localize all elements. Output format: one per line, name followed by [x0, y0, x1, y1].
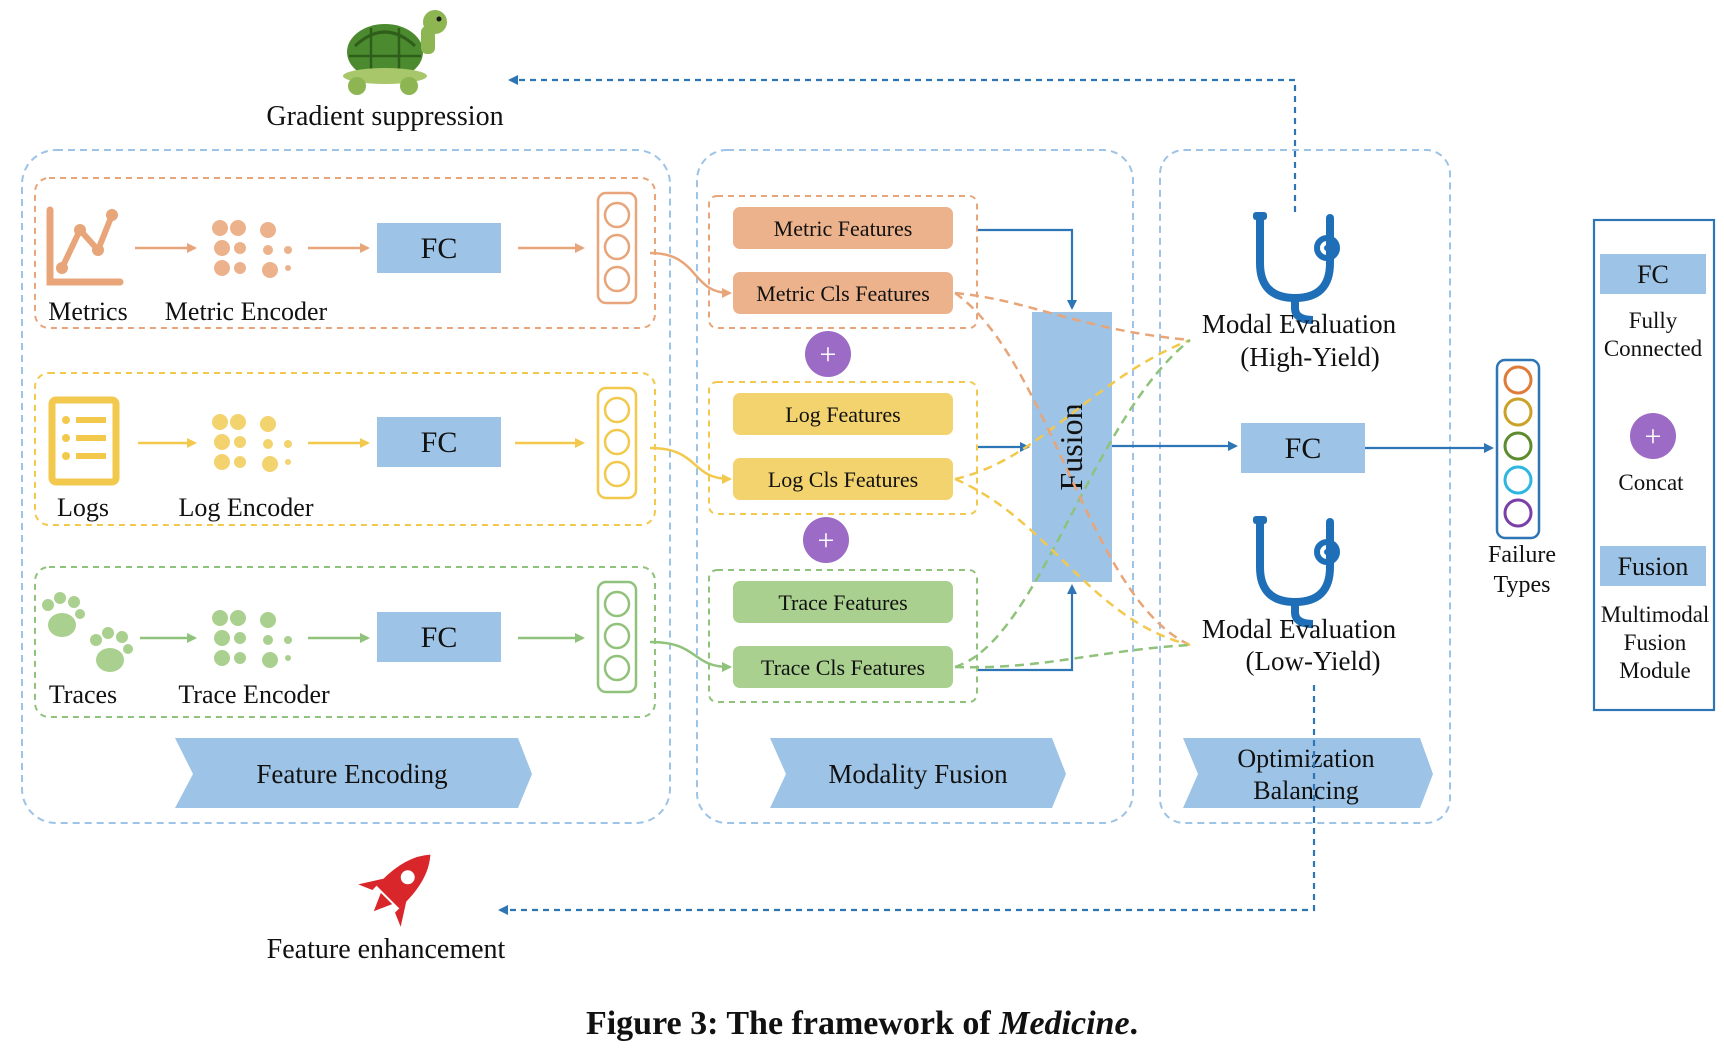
concat-symbol-2: +	[818, 524, 835, 557]
log-cls-features-box	[733, 458, 953, 500]
trace-to-high-eval-dash	[954, 339, 1191, 669]
metric-row-box	[34, 177, 656, 329]
legend-box	[1592, 218, 1716, 712]
optimization-label-line1: Optimization	[1237, 744, 1374, 773]
trace-encoder-icon	[212, 610, 292, 668]
traces-label: Traces	[49, 680, 117, 709]
failure-types-label-line2: Types	[1494, 572, 1551, 598]
legend-fusion-box	[1600, 546, 1706, 586]
optimization-balancing-panel	[1159, 149, 1451, 824]
failure-types-vector	[1495, 358, 1541, 540]
legend-concat-symbol: +	[1645, 420, 1662, 453]
modality-fusion-label: Modality Fusion	[828, 759, 1008, 789]
metric-features-box	[733, 207, 953, 249]
trace-fc-label: FC	[421, 621, 458, 654]
log-features-label: Log Features	[785, 402, 900, 427]
log-row-box	[34, 372, 656, 526]
gradient-suppression-label: Gradient suppression	[266, 101, 503, 132]
trace-to-low-eval-dash	[954, 643, 1191, 669]
log-feature-group	[708, 381, 978, 515]
metric-fc-box	[377, 223, 501, 273]
metric-to-low-eval-dash	[954, 291, 1191, 647]
concat-icon-1	[805, 331, 851, 377]
log-to-high-eval-dash	[954, 338, 1191, 481]
legend-fc-label: FC	[1637, 260, 1669, 289]
high-eval-label-line1: Modal Evaluation	[1202, 309, 1397, 339]
trace-output-vector	[596, 580, 638, 694]
metric-to-cls-arrow	[649, 251, 732, 298]
caption-italic: Medicine	[999, 1005, 1130, 1042]
logs-document-icon	[48, 396, 120, 486]
fusion-block-label: Fusion	[1053, 403, 1089, 490]
feature-encoding-panel	[21, 149, 671, 824]
caption-suffix: .	[1129, 1005, 1139, 1042]
rocket-icon	[358, 854, 431, 927]
trace-features-to-fusion-arrow	[978, 584, 1077, 672]
metrics-chart-icon	[46, 206, 124, 286]
stethoscope-icon-low	[1253, 516, 1340, 628]
output-fc-label: FC	[1285, 432, 1322, 465]
metric-output-vector	[596, 191, 638, 305]
legend-fusion-label: Fusion	[1618, 552, 1689, 581]
legend-concat-icon	[1630, 413, 1676, 459]
modality-fusion-panel	[696, 149, 1134, 824]
metric-encoder-label: Metric Encoder	[165, 297, 328, 326]
figure-caption: Figure 3: The framework of Medicine.	[0, 1005, 1724, 1043]
output-fc-box	[1241, 423, 1365, 473]
trace-features-label: Trace Features	[778, 590, 907, 615]
legend-fusion-desc-line3: Module	[1619, 658, 1691, 683]
metric-encoder-icon	[212, 220, 292, 278]
trace-to-cls-arrow	[649, 640, 732, 672]
optimization-label-line2: Balancing	[1253, 776, 1358, 805]
legend-fc-desc-line2: Connected	[1604, 336, 1703, 361]
metric-cls-features-label: Metric Cls Features	[756, 281, 930, 306]
concat-icon-2	[803, 517, 849, 563]
gradient-suppression-feedback-arrow	[508, 75, 1297, 212]
stethoscope-icon-high	[1253, 212, 1340, 324]
trace-row-box	[34, 566, 656, 718]
optimization-balancing-chevron	[1183, 738, 1433, 808]
log-output-vector	[596, 386, 638, 500]
caption-prefix: Figure 3: The framework of	[585, 1005, 1000, 1042]
log-fc-box	[377, 417, 501, 467]
trace-features-box	[733, 581, 953, 623]
trace-cls-features-box	[733, 646, 953, 688]
log-features-box	[733, 393, 953, 435]
log-to-cls-arrow	[649, 446, 732, 484]
metric-features-label: Metric Features	[774, 216, 913, 241]
trace-cls-features-label: Trace Cls Features	[761, 655, 925, 680]
modality-fusion-chevron	[770, 738, 1066, 808]
traces-pawprint-icon	[42, 592, 133, 672]
legend-fc-box	[1600, 254, 1706, 294]
log-fc-label: FC	[421, 426, 458, 459]
failure-types-label-line1: Failure	[1488, 542, 1556, 568]
metric-feature-group	[708, 195, 978, 329]
metric-features-to-fusion-arrow	[978, 228, 1077, 310]
framework-diagram: Gradient suppression	[21, 10, 1716, 965]
metric-to-high-eval-dash	[954, 291, 1191, 342]
metrics-label: Metrics	[48, 297, 127, 326]
log-cls-features-label: Log Cls Features	[768, 467, 918, 492]
low-eval-label-line1: Modal Evaluation	[1202, 614, 1397, 644]
legend-fusion-desc-line1: Multimodal	[1601, 602, 1710, 627]
log-encoder-icon	[212, 414, 292, 472]
legend-concat-desc: Concat	[1618, 470, 1684, 495]
legend-fc-desc-line1: Fully	[1629, 308, 1678, 333]
concat-symbol-1: +	[820, 338, 837, 371]
feature-enhancement-label: Feature enhancement	[267, 934, 506, 965]
trace-fc-box	[377, 612, 501, 662]
feature-encoding-chevron	[175, 738, 532, 808]
high-eval-label-line2: (High-Yield)	[1240, 342, 1379, 372]
legend-fusion-desc-line2: Fusion	[1624, 630, 1687, 655]
metric-fc-label: FC	[421, 232, 458, 265]
logs-label: Logs	[57, 493, 109, 522]
low-eval-label-line2: (Low-Yield)	[1246, 646, 1381, 676]
feature-encoding-label: Feature Encoding	[256, 759, 447, 789]
feature-enhancement-feedback-arrow	[498, 685, 1316, 915]
log-encoder-label: Log Encoder	[178, 493, 313, 522]
trace-encoder-label: Trace Encoder	[178, 680, 330, 709]
trace-feature-group	[708, 569, 978, 703]
metric-cls-features-box	[733, 272, 953, 314]
turtle-icon	[343, 10, 447, 95]
